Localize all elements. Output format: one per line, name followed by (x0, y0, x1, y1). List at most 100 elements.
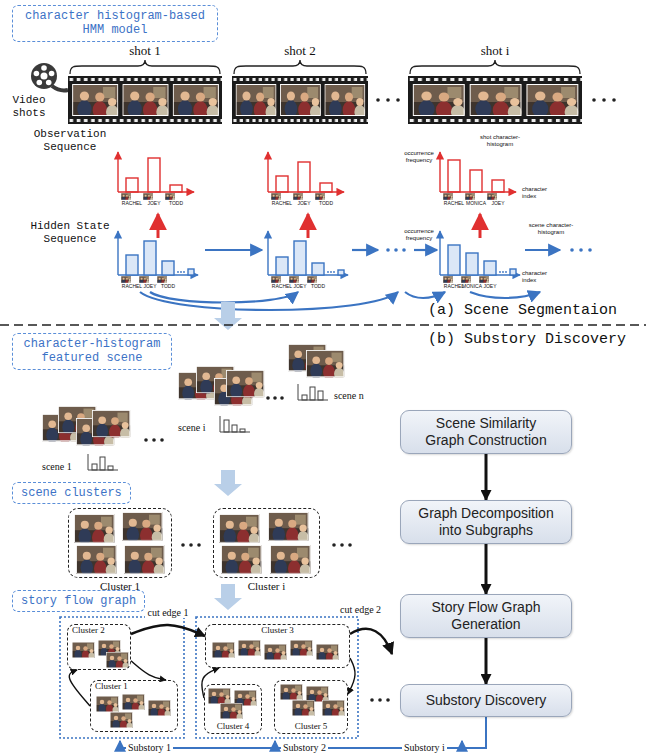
dashed-tag-box: character-histogram featured scene (12, 333, 172, 370)
annotation-label: shot character-histogram (470, 134, 530, 148)
annotation-label: Hidden State Sequence (24, 220, 116, 245)
annotation-label: Substory 1 (126, 742, 173, 754)
hidden-state-histogram (183, 271, 185, 273)
cut-edge-arrow (350, 629, 392, 654)
dashed-tag-box: character histogram-based HMM model (12, 5, 218, 42)
tag-text: character-histogram featured scene (21, 337, 163, 366)
annotation-label: Video shots (4, 94, 54, 119)
substory-feedback-line (274, 741, 276, 748)
observation-histogram (148, 158, 160, 192)
character-name: TODD (154, 284, 182, 290)
flow-arrow (485, 638, 488, 684)
ellipsis-dots (332, 543, 336, 547)
ellipsis-dots (602, 98, 606, 102)
character-thumbnail (271, 193, 281, 201)
scene-cluster-box: Cluster 1 (68, 508, 172, 592)
scene-thumbnail (322, 700, 345, 718)
flow-arrow (131, 661, 166, 680)
annotation-label: scene 1 (42, 461, 72, 473)
tag-text: scene clusters (21, 486, 122, 500)
character-name: JOEY (286, 284, 314, 290)
scene-histogram (298, 384, 328, 400)
section-separator (0, 324, 646, 326)
observation-histogram (118, 152, 194, 192)
hidden-state-histogram (162, 261, 174, 275)
character-name: JOEY (476, 284, 504, 290)
state-transition-arrow (352, 249, 378, 251)
state-transition-arrow (150, 292, 298, 303)
observation-histogram (118, 152, 516, 192)
film-reel-icon (41, 73, 48, 80)
hidden-state-histogram (188, 269, 194, 275)
scene-thumbnail (270, 545, 311, 577)
character-thumbnail (315, 193, 325, 201)
hidden-state-histogram (484, 261, 496, 275)
flow-arrow (485, 544, 488, 594)
cluster-label: Cluster i (213, 580, 320, 592)
scene-stack (92, 410, 130, 440)
scene-thumbnail (72, 642, 95, 660)
dashed-tag-box: scene clusters (12, 482, 131, 504)
ellipsis-dots (376, 98, 616, 102)
scene-thumbnail (122, 694, 145, 712)
annotation-label: (b) Substory Discovery (428, 331, 626, 348)
hidden-state-histogram (126, 255, 138, 275)
scene-thumbnail (74, 514, 115, 546)
flow-arrow (485, 454, 488, 500)
film-reel-icon (46, 80, 52, 86)
state-transition-arrow (205, 249, 262, 251)
hidden-state-histogram (338, 270, 344, 275)
substory-feedback-line (461, 741, 463, 748)
annotation-label: (a) Scene Segmentaion (428, 302, 617, 319)
ellipsis-dots (378, 698, 382, 702)
shot-bracket (234, 60, 366, 74)
stage-arrow (214, 470, 242, 496)
shot-bracket (70, 60, 220, 74)
annotation-label: character index (522, 186, 562, 200)
hidden-state-histogram (177, 271, 185, 273)
dashed-tag-box: story flow graph (12, 590, 145, 612)
character-name: RACHEL (268, 201, 296, 207)
scene-thumbnail (280, 684, 303, 702)
character-name: JOEY (136, 284, 164, 290)
hidden-state-histogram (510, 269, 516, 275)
hidden-state-histogram (499, 271, 501, 273)
character-name: MONICA (458, 284, 486, 290)
state-transition-arrow (470, 292, 540, 298)
annotation-label: shot i (470, 44, 520, 59)
state-transition-arrow (414, 249, 437, 251)
hidden-state-histogram (177, 271, 179, 273)
scene-thumbnail (316, 644, 339, 662)
cluster-label: Cluster 3 (261, 626, 294, 636)
story-cluster-box: Cluster 3 (205, 624, 350, 668)
scene-histogram (224, 420, 229, 432)
ellipsis-dots (189, 543, 193, 547)
observation-histogram (170, 185, 182, 192)
story-cluster-box: Cluster 5 (274, 680, 348, 734)
scene-histogram (232, 425, 237, 432)
cluster-label: Cluster 1 (95, 682, 128, 692)
hidden-state-histogram (180, 271, 182, 273)
character-thumbnail (443, 193, 453, 201)
character-name: RACHEL (118, 201, 146, 207)
scene-histogram (88, 454, 118, 470)
scene-histogram (92, 464, 97, 470)
character-thumbnail (143, 193, 153, 201)
ellipsis-dots (280, 396, 284, 400)
ellipsis-dots (181, 543, 352, 547)
scene-thumbnail (264, 644, 287, 662)
stage-arrow (214, 302, 242, 330)
ellipsis-dots (612, 98, 616, 102)
scene-cluster-box: Cluster i (213, 508, 320, 592)
ellipsis-dots (402, 248, 406, 252)
observation-histogram (268, 152, 344, 192)
hidden-state-histogram (466, 253, 478, 275)
character-thumbnail (289, 276, 299, 284)
character-thumbnail (479, 276, 489, 284)
hidden-state-histogram (144, 241, 156, 275)
stage-arrow (214, 584, 242, 610)
character-thumbnail (139, 276, 149, 284)
ellipsis-dots (273, 396, 277, 400)
state-transition-arrow (525, 249, 560, 251)
